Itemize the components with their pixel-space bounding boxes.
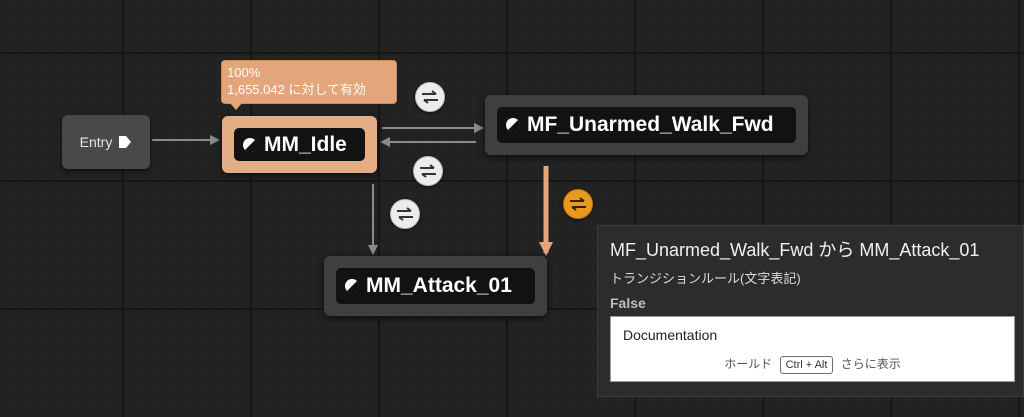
transition-arrows-icon: [570, 197, 586, 211]
state-label: MM_Idle: [264, 132, 347, 156]
transition-arrows-icon: [397, 207, 413, 221]
state-label: MM_Attack_01: [366, 274, 512, 297]
transition-arrows-icon: [422, 90, 438, 104]
entry-arrow-icon: [119, 136, 132, 148]
state-half-circle-icon: [506, 118, 521, 133]
documentation-title: Documentation: [623, 327, 718, 343]
state-node-mf-unarmed-walk-fwd[interactable]: MF_Unarmed_Walk_Fwd: [485, 95, 808, 155]
transition-tooltip: MF_Unarmed_Walk_Fwd から MM_Attack_01 トランジ…: [597, 225, 1024, 397]
state-half-circle-icon: [345, 279, 360, 294]
tooltip-title: MF_Unarmed_Walk_Fwd から MM_Attack_01: [610, 240, 980, 260]
transition-rule-idle-to-walk[interactable]: [415, 82, 445, 112]
entry-label: Entry: [79, 134, 113, 150]
tooltip-rule-value: False: [610, 295, 646, 311]
state-node-mm-idle[interactable]: MM_Idle: [222, 116, 377, 173]
evaluation-bubble: 100% 1,655.042 に対して有効: [221, 60, 397, 110]
transition-rule-walk-to-attack[interactable]: [563, 189, 593, 219]
tooltip-subtitle: トランジションルール(文字表記): [610, 271, 801, 286]
entry-node[interactable]: Entry: [62, 115, 150, 169]
transition-arrows-icon: [420, 164, 436, 178]
hint-suffix: さらに表示: [840, 357, 901, 371]
state-node-mm-attack-01[interactable]: MM_Attack_01: [324, 256, 547, 316]
transition-rule-walk-to-idle[interactable]: [413, 156, 443, 186]
state-half-circle-icon: [243, 137, 258, 152]
state-label: MF_Unarmed_Walk_Fwd: [527, 113, 774, 136]
hint-key: Ctrl + Alt: [779, 356, 834, 374]
documentation-hint: ホールド Ctrl + Alt さらに表示: [611, 355, 1014, 374]
bubble-percent: 100%: [227, 65, 261, 80]
transition-rule-idle-to-attack[interactable]: [390, 199, 420, 229]
documentation-box: Documentation ホールド Ctrl + Alt さらに表示: [610, 316, 1015, 382]
bubble-detail: 1,655.042 に対して有効: [227, 82, 367, 97]
hint-prefix: ホールド: [724, 357, 773, 371]
